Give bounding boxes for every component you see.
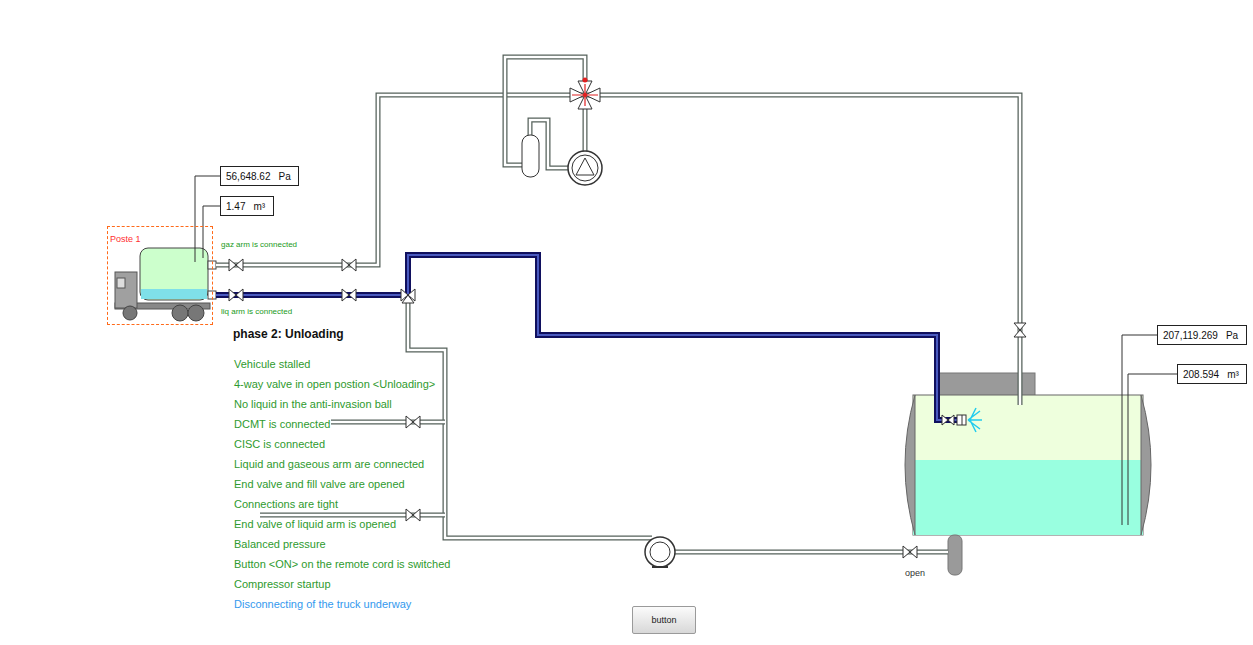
spray-lines xyxy=(968,408,982,432)
storage-tank xyxy=(905,373,1151,575)
step-line: End valve and fill valve are opened xyxy=(233,478,406,491)
truck-cab xyxy=(115,272,137,308)
leader-line xyxy=(195,176,220,262)
tank-liquid xyxy=(913,460,1143,535)
spray-nozzle xyxy=(968,408,982,432)
status-tag: gaz arm is connected xyxy=(220,240,298,250)
pipe-bore xyxy=(216,95,1020,405)
wheel xyxy=(123,306,137,320)
node-value: 1.47 xyxy=(226,201,245,212)
pump-casing xyxy=(645,537,675,567)
node-unit: m³ xyxy=(253,201,265,212)
valve-dot xyxy=(583,93,587,97)
valve-symbol xyxy=(1014,323,1026,337)
valve-state: open xyxy=(904,568,926,579)
leader-line xyxy=(1128,374,1183,525)
valve-symbol xyxy=(342,289,356,301)
step-line: 4-way valve in open postion <Unloading> xyxy=(233,378,436,391)
phase-heading: phase 2: Unloading xyxy=(233,327,344,341)
gas-pipe xyxy=(216,57,1020,405)
compressor xyxy=(568,151,602,185)
pump-impeller xyxy=(650,542,670,562)
pipe-wall xyxy=(216,255,962,420)
step-line: Balanced pressure xyxy=(233,538,327,551)
valve-symbol xyxy=(229,289,243,301)
pipe-bore xyxy=(216,255,962,420)
coupling xyxy=(208,261,216,269)
check-valve-bar xyxy=(962,415,963,425)
separator-vessel xyxy=(522,135,539,177)
valve-symbol xyxy=(942,415,954,425)
step-line: No liquid in the anti-invasion ball xyxy=(233,398,393,411)
truck-liquid xyxy=(141,289,207,299)
valve-dot xyxy=(583,78,588,83)
valve-symbol xyxy=(229,259,243,271)
valve-body xyxy=(570,81,600,109)
valve-symbol xyxy=(406,509,420,521)
step-line: DCMT is connected xyxy=(233,418,331,431)
check-valve xyxy=(957,415,966,425)
compressor-casing xyxy=(568,151,602,185)
three-way-valve xyxy=(401,289,415,303)
pressure-readout: 56,648.62 Pa xyxy=(220,166,299,186)
compressor-triangle xyxy=(576,158,594,175)
valve-symbol xyxy=(342,259,356,271)
node-value: 208.594 xyxy=(1183,369,1219,380)
node-unit: m³ xyxy=(1227,369,1239,380)
tank-end xyxy=(1141,395,1151,535)
step-line: Vehicule stalled xyxy=(233,358,311,371)
wheel xyxy=(188,305,204,321)
truck xyxy=(115,248,216,321)
pipe-wall xyxy=(505,57,585,165)
node-unit: Pa xyxy=(279,171,291,182)
pipe-bore xyxy=(584,108,587,151)
step-line: Liquid and gaseous arm are connected xyxy=(233,458,425,471)
coupling xyxy=(208,291,216,299)
step-line: Button <ON> on the remote cord is switch… xyxy=(233,558,451,571)
tank-leg xyxy=(948,535,962,575)
leader-line xyxy=(203,206,220,258)
node-unit: Pa xyxy=(1226,330,1238,341)
volume-readout: 208.594 m³ xyxy=(1177,364,1247,384)
node-value: Poste 1 xyxy=(110,234,141,244)
step-line: Disconnecting of the truck underway xyxy=(233,598,412,611)
pipe-bore xyxy=(505,57,585,165)
truck-window xyxy=(117,278,125,288)
step-line: CISC is connected xyxy=(233,438,326,451)
pump-base xyxy=(652,566,668,568)
valves xyxy=(229,259,1026,558)
node-value: 207,119.269 xyxy=(1163,330,1218,341)
four-way-valve xyxy=(570,78,600,110)
valve-symbol xyxy=(903,546,917,558)
status-tag: liq arm is connected xyxy=(220,307,293,317)
pipe-wall xyxy=(216,95,1020,405)
truck-tank xyxy=(140,248,208,300)
wheel xyxy=(172,305,188,321)
node-value: 56,648.62 xyxy=(226,171,271,182)
step-line: Connections are tight xyxy=(233,498,339,511)
valve-arrows xyxy=(572,84,598,106)
node-value: button xyxy=(651,615,676,625)
pipe-wall xyxy=(583,108,588,151)
station-frame: Poste 1 xyxy=(107,226,213,325)
volume-readout: 1.47 m³ xyxy=(220,196,274,216)
push-button: button xyxy=(632,606,696,634)
leader-lines xyxy=(195,176,1183,525)
active-liquid-line xyxy=(216,255,962,420)
valve-symbol xyxy=(406,416,420,428)
pressure-readout: 207,119.269 Pa xyxy=(1157,325,1247,345)
step-line: End valve of liquid arm is opened xyxy=(233,518,397,531)
tank-end xyxy=(905,395,915,535)
compressor-rotor xyxy=(572,155,598,181)
step-line: Compressor startup xyxy=(233,578,332,591)
tank-vapour xyxy=(913,395,1143,535)
pump xyxy=(645,537,675,567)
